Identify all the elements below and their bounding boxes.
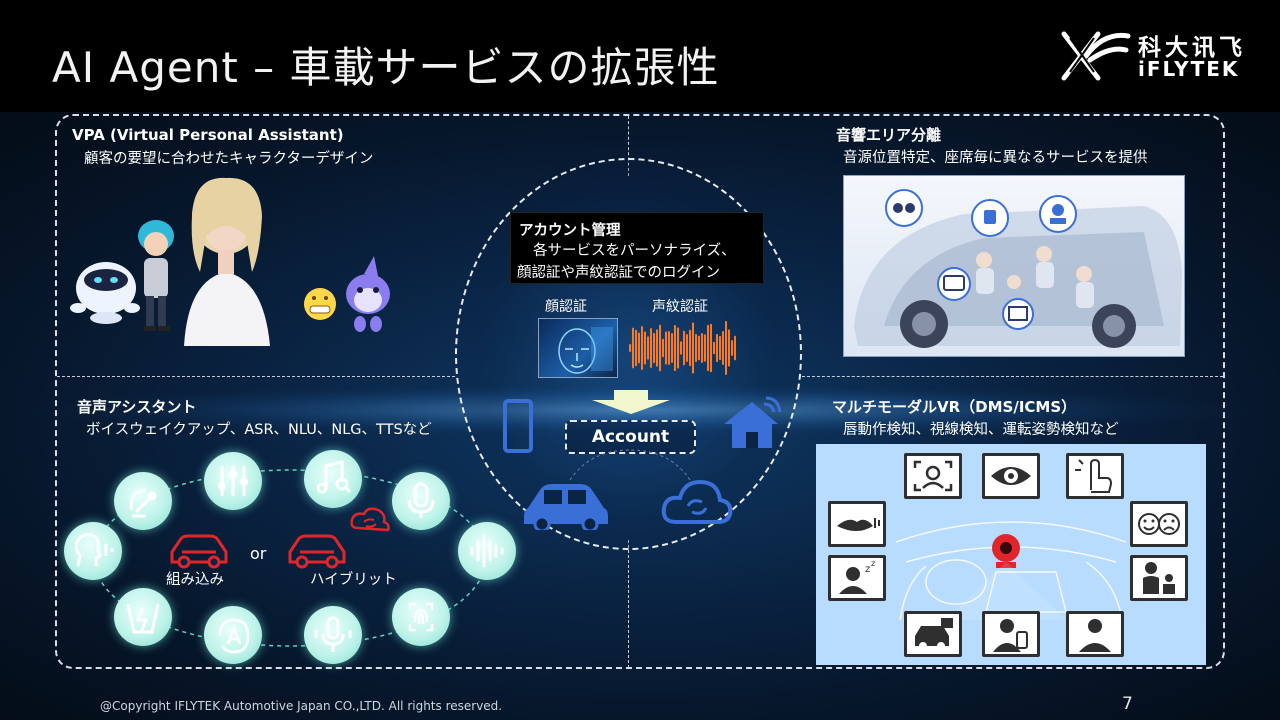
account-label: Account xyxy=(565,420,696,454)
boy-character-icon xyxy=(138,220,174,331)
logo-en-text: iFLYTEK xyxy=(1138,57,1240,81)
divider-horizontal-left xyxy=(57,376,455,377)
voice-assistant-sub: ボイスウェイクアップ、ASR、NLU、NLG、TTSなど xyxy=(86,422,432,438)
cloud-sync-icon xyxy=(661,479,733,524)
page-number: 7 xyxy=(1122,694,1133,714)
car-icon xyxy=(524,484,608,530)
embedded-car-icon xyxy=(170,534,228,569)
phone-use-detect-tile xyxy=(982,611,1040,657)
svg-text:z: z xyxy=(871,559,875,568)
car-interior-illustration xyxy=(895,521,1127,621)
voiceprint-waveform-icon xyxy=(629,321,736,375)
vpa-sub: 顧客の要望に合わせたキャラクターデザイン xyxy=(84,151,374,167)
hybrid-car-icon xyxy=(288,507,390,569)
satellite-feature-icon xyxy=(114,472,172,530)
content-frame xyxy=(55,114,1225,669)
voice-recognition-label: 声紋認証 xyxy=(652,299,708,315)
account-heading: アカウント管理 xyxy=(519,223,621,239)
camera-icon xyxy=(992,534,1020,568)
navigation-bubble-icon xyxy=(1039,195,1077,233)
down-arrow-icon xyxy=(592,390,670,414)
car-cabin-illustration xyxy=(854,189,1182,348)
mic-wave-feature-icon xyxy=(304,606,362,664)
music-search-feature-icon xyxy=(304,450,362,508)
page-title: AI Agent – 車載サービスの拡張性 xyxy=(52,43,720,92)
woman-avatar-icon xyxy=(184,177,270,346)
face-scan-icon xyxy=(558,327,613,374)
copyright-footer: @Copyright IFLYTEK Automotive Japan CO.,… xyxy=(100,699,503,713)
svg-text:z: z xyxy=(865,564,870,575)
vpa-characters xyxy=(70,177,390,346)
logo-cn-text: 科大讯飞 xyxy=(1138,35,1246,61)
passenger-detect-tile xyxy=(1130,555,1188,601)
chat-bubble-icon xyxy=(885,189,923,227)
vpa-heading: VPA (Virtual Personal Assistant) xyxy=(72,126,344,144)
emotion-detect-tile xyxy=(1130,501,1188,547)
face-scan-image xyxy=(538,318,618,378)
car-cabin-image xyxy=(843,175,1185,357)
purple-creature-icon xyxy=(346,256,390,332)
robot-character-icon xyxy=(70,262,140,324)
voice-assistant-heading: 音声アシスタント xyxy=(77,398,197,416)
divider-vertical-bottom xyxy=(628,540,629,668)
iflytek-logo-mark-icon xyxy=(1061,31,1131,81)
account-callout: アカウント管理 各サービスをパーソナライズ、 顔認証や声紋認証でのログイン xyxy=(510,212,764,284)
header-bar: AI Agent – 車載サービスの拡張性 科大讯飞 iFLYTEK xyxy=(0,0,1280,112)
fingerprint-feature-icon xyxy=(392,588,450,646)
driving-posture-tile xyxy=(1066,611,1124,657)
or-label: or xyxy=(250,544,267,563)
equalizer-feature-icon xyxy=(204,452,262,510)
hybrid-label: ハイブリット xyxy=(310,572,397,588)
cloud-icon xyxy=(350,507,390,532)
iflytek-logo: 科大讯飞 iFLYTEK xyxy=(1056,26,1256,84)
smart-home-icon xyxy=(724,396,782,448)
account-line2: 顔認証や声紋認証でのログイン xyxy=(517,265,720,281)
lip-motion-tile xyxy=(828,501,886,547)
account-connections xyxy=(569,449,691,481)
smartphone-icon xyxy=(503,399,533,453)
multimodal-sub: 唇動作検知、視線検知、運転姿勢検知など xyxy=(843,422,1119,438)
voice-head-feature-icon xyxy=(64,522,122,580)
divider-horizontal-right xyxy=(802,376,1223,377)
embedded-label: 組み込み xyxy=(166,572,224,588)
account-line1: 各サービスをパーソナライズ、 xyxy=(533,243,736,259)
gesture-detect-tile xyxy=(1066,453,1124,499)
gaze-detect-tile xyxy=(982,453,1040,499)
divider-vertical-top xyxy=(628,116,629,176)
music-bubble-icon xyxy=(971,199,1009,237)
news-bubble-icon xyxy=(1002,298,1034,330)
face-detect-tile xyxy=(904,453,962,499)
nlu-feature-icon xyxy=(114,588,172,646)
tv-bubble-icon xyxy=(937,267,971,301)
face-recognition-label: 顔認証 xyxy=(545,299,587,315)
vehicle-status-tile xyxy=(904,611,962,657)
microphone-feature-icon xyxy=(392,472,450,530)
zone-audio-sub: 音源位置特定、座席毎に異なるサービスを提供 xyxy=(843,150,1148,166)
multimodal-heading: マルチモーダルVR（DMS/ICMS） xyxy=(832,398,1077,416)
tts-feature-icon xyxy=(204,606,262,664)
zone-audio-heading: 音響エリア分離 xyxy=(836,126,942,144)
smiley-character-icon xyxy=(304,288,336,320)
soundwave-feature-icon xyxy=(458,522,516,580)
